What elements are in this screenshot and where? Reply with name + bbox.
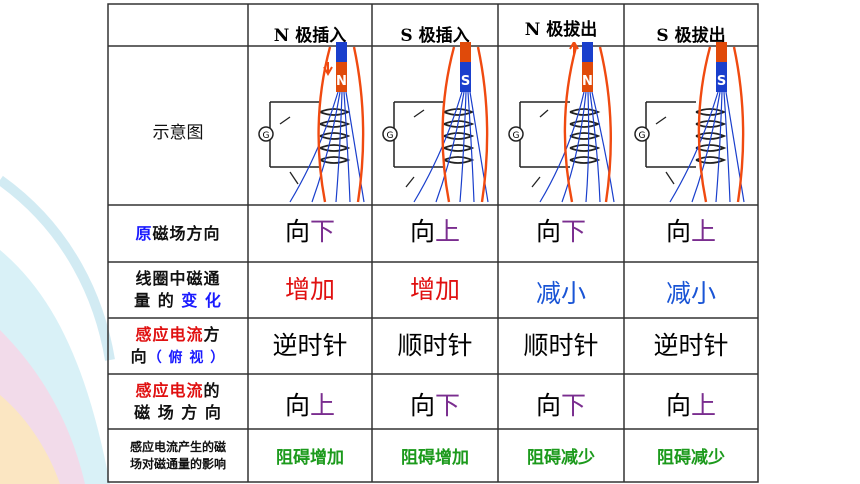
row-label-original-field-a: 原 [135, 223, 153, 243]
flux-change-cell-3: 减小 [535, 279, 586, 308]
cell-text: 向 [284, 390, 310, 420]
label-part-accent: （ 俯 视 ） [147, 349, 226, 366]
cell-text: 向 [409, 390, 435, 420]
label-part: 方 [203, 324, 221, 344]
diagram-s-insert: S G [382, 42, 489, 203]
row-label-induced-field-line2: 磁 场 方 向 [134, 402, 222, 422]
cell-text-accent: 下 [435, 390, 461, 420]
diagram-n-insert: N G [258, 42, 365, 203]
header-s-insert: S 极插入 [400, 25, 470, 46]
row-label-induced-field-direction: 感应电流的 磁 场 方 向 [108, 374, 248, 429]
row-label-original-field: 原磁场方向 [108, 205, 248, 262]
cell-text: 向 [665, 217, 691, 246]
effect-cell-1: 阻碍增加 [276, 448, 344, 468]
induced-field-cell-4: 向上 [624, 378, 758, 429]
row-label-induced-current-line2: 向（ 俯 视 ） [131, 346, 226, 369]
cell-text-accent: 下 [561, 217, 587, 246]
induced-field-cell-2: 向下 [372, 378, 498, 429]
cell-text: 向 [535, 390, 561, 420]
original-field-cell-2: 向上 [372, 205, 498, 255]
header-n-withdraw: N 极拔出 [524, 19, 598, 40]
header-n-insert: N 极插入 [273, 25, 347, 46]
induced-current-cell-3: 顺时针 [523, 331, 599, 360]
diagram-n-withdraw: N G [508, 42, 615, 203]
row-label-original-field-b: 磁场方向 [152, 223, 221, 243]
cell-text: 向 [665, 390, 691, 420]
row-label-induced-current-direction: 感应电流方 向（ 俯 视 ） [108, 318, 248, 374]
magnet-pole-label: S [461, 74, 470, 89]
cell-text-accent: 下 [561, 390, 587, 420]
row-label-induced-current-line1: 感应电流方 [135, 324, 220, 346]
effect-cell-2: 阻碍增加 [401, 448, 469, 468]
cell-text: 向 [284, 217, 310, 246]
row-label-flux-change-line2: 量 的 变 化 [134, 290, 222, 312]
cell-text-accent: 上 [310, 390, 336, 420]
header-s-withdraw: S 极拔出 [656, 25, 726, 46]
diagram-row-label: 示意图 [152, 122, 204, 143]
magnet-pole-label: N [582, 74, 593, 89]
row-label-effect-line2: 场对磁通量的影响 [129, 456, 226, 471]
induced-current-cell-1: 逆时针 [272, 331, 348, 360]
effect-cell-4: 阻碍减少 [657, 448, 725, 468]
original-field-cell-3: 向下 [498, 205, 624, 255]
magnet-pole-label: S [717, 74, 726, 89]
induced-current-cell-2: 顺时针 [397, 331, 473, 360]
induced-field-cell-3: 向下 [498, 378, 624, 429]
galvanometer-label: G [513, 131, 520, 141]
galvanometer-label: G [387, 131, 394, 141]
label-part-accent: 变 化 [181, 291, 222, 310]
label-part: 的 [203, 380, 221, 400]
cell-text-accent: 下 [310, 217, 336, 246]
induced-current-cell-4: 逆时针 [653, 331, 729, 360]
induced-field-cell-1: 向上 [248, 378, 372, 429]
cell-text-accent: 上 [691, 390, 717, 420]
label-part: 量 的 [134, 291, 182, 310]
flux-change-cell-4: 减小 [665, 279, 716, 308]
galvanometer-label: G [639, 131, 646, 141]
galvanometer-label: G [263, 131, 270, 141]
label-part: 向 [130, 346, 148, 366]
cell-text: 向 [409, 217, 435, 246]
cell-text: 向 [535, 217, 561, 246]
label-part-accent: 感应电流 [135, 324, 204, 344]
row-label-effect-line1: 感应电流产生的磁 [129, 439, 226, 454]
label-part-accent: 感应电流 [135, 380, 204, 400]
flux-change-cell-1: 增加 [284, 275, 335, 304]
magnet-pole-label: N [336, 74, 347, 89]
row-label-effect-on-flux: 感应电流产生的磁 场对磁通量的影响 [108, 429, 248, 482]
original-field-cell-4: 向上 [624, 205, 758, 255]
row-label-flux-change-line1: 线圈中磁通 [135, 269, 221, 288]
original-field-cell-1: 向下 [248, 205, 372, 255]
effect-cell-3: 阻碍减少 [527, 448, 595, 468]
cell-text-accent: 上 [691, 217, 717, 246]
row-label-induced-field-line1: 感应电流的 [135, 380, 220, 402]
flux-change-cell-2: 增加 [409, 275, 460, 304]
row-label-flux-change: 线圈中磁通 量 的 变 化 [108, 262, 248, 318]
diagram-s-withdraw: S G [634, 42, 745, 203]
cell-text-accent: 上 [435, 217, 461, 246]
